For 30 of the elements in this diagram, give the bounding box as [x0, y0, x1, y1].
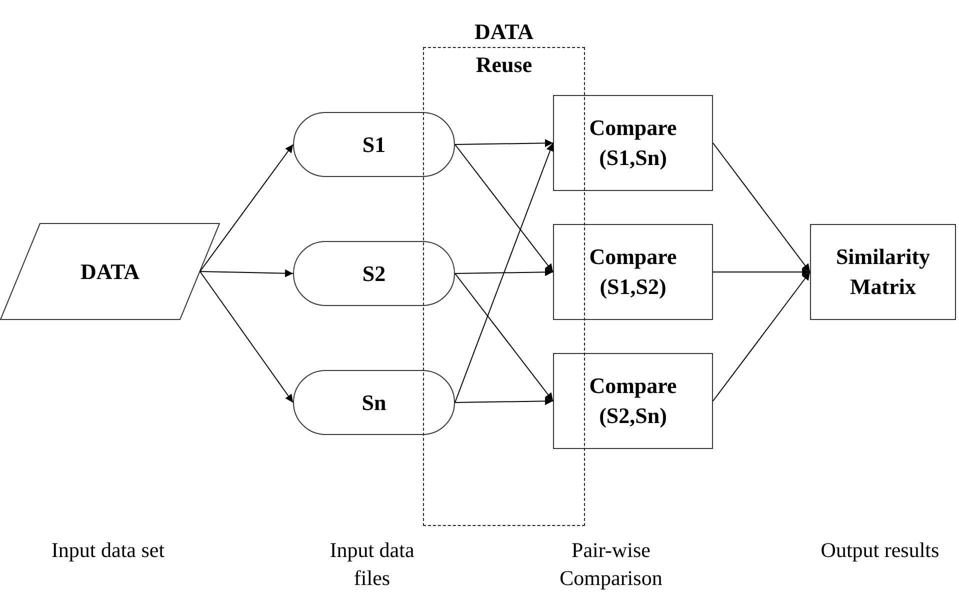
- node-label: Sn: [362, 388, 386, 416]
- arrow: [712, 272, 810, 402]
- process-box: [553, 353, 713, 449]
- arrow: [454, 397, 554, 406]
- node-label: S1: [362, 130, 386, 158]
- arrow: [712, 142, 810, 272]
- node-label: Similarity Matrix: [834, 243, 932, 301]
- arrow: [200, 271, 294, 403]
- process-box: [553, 95, 713, 191]
- arrow: [712, 268, 810, 276]
- arrow: [454, 139, 554, 148]
- node-label: DATA: [80, 258, 140, 286]
- arrow: [200, 144, 294, 272]
- stage-caption: Pair-wise Comparison: [558, 537, 664, 592]
- stage-caption: Output results: [820, 537, 940, 564]
- process-box: [810, 224, 956, 320]
- process-box: [553, 224, 713, 320]
- arrow: [200, 269, 294, 278]
- stage-caption: Input data set: [50, 537, 166, 564]
- arrow: [454, 273, 554, 402]
- arrow: [454, 142, 554, 403]
- arrow: [454, 268, 554, 276]
- arrow: [454, 144, 554, 272]
- node-label: S2: [362, 260, 386, 288]
- stage-caption: Input data files: [328, 537, 416, 592]
- data-parallelogram: [0, 223, 220, 320]
- node-label: Compare (S1,Sn): [588, 114, 678, 172]
- node-label: Compare (S1,S2): [588, 243, 678, 301]
- region-heading: DATA Reuse: [473, 18, 535, 79]
- node-label: Compare (S2,Sn): [588, 372, 678, 430]
